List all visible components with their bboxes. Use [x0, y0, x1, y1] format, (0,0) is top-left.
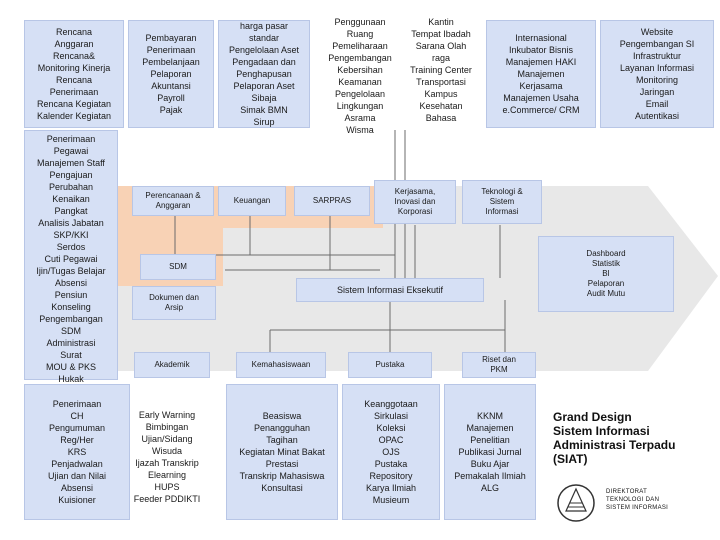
penggunaan-column-1: Penggunaan Ruang Pemeliharaan Pengembang… [328, 17, 392, 135]
diagram-title: Grand Design Sistem Informasi Administra… [553, 410, 676, 466]
module-kemahasiswaan[interactable]: Kemahasiswaan [236, 352, 326, 378]
teknologi-list: Website Pengembangan SI Infrastruktur La… [600, 20, 714, 128]
module-perencanaan-anggaran[interactable]: Perencanaan & Anggaran [132, 186, 214, 216]
department-label: DIREKTORAT TEKNOLOGI DAN SISTEM INFORMAS… [606, 489, 669, 511]
module-pustaka[interactable]: Pustaka [348, 352, 432, 378]
sarpras-list: harga pasar standar Pengelolaan Aset Pen… [218, 20, 310, 128]
penggunaan-column-2: Kantin Tempat Ibadah Sarana Olah raga Tr… [410, 17, 472, 123]
logo-emblem [557, 484, 595, 522]
akademik-list-2: Early Warning Bimbingan Ujian/Sidang Wis… [133, 410, 201, 504]
kerjasama-list: Internasional Inkubator Bisnis Manajemen… [486, 20, 596, 128]
module-keuangan[interactable]: Keuangan [218, 186, 286, 216]
module-sarpras[interactable]: SARPRAS [294, 186, 370, 216]
akademik-list-1: Penerimaan CH Pengumuman Reg/Her KRS Pen… [24, 384, 130, 520]
module-kerjasama[interactable]: Kerjasama, Inovasi dan Korporasi [374, 180, 456, 224]
riset-list: KKNM Manajemen Penelitian Publikasi Jurn… [444, 384, 536, 520]
keuangan-list: Pembayaran Penerimaan Pembelanjaan Pelap… [128, 20, 214, 128]
module-akademik[interactable]: Akademik [134, 352, 210, 378]
penggunaan-list: Penggunaan Ruang Pemeliharaan Pengembang… [314, 14, 482, 135]
module-riset-pkm[interactable]: Riset dan PKM [462, 352, 536, 378]
kemahasiswaan-list: Beasiswa Penangguhan Tagihan Kegiatan Mi… [226, 384, 338, 520]
pustaka-list: Keanggotaan Sirkulasi Koleksi OPAC OJS P… [342, 384, 440, 520]
module-dashboard[interactable]: Dashboard Statistik BI Pelaporan Audit M… [538, 236, 674, 312]
perencanaan-list: Rencana Anggaran Rencana& Monitoring Kin… [24, 20, 124, 128]
sdm-list: Penerimaan Pegawai Manajemen Staff Penga… [24, 130, 118, 408]
module-dokumen-arsip[interactable]: Dokumen dan Arsip [132, 286, 216, 320]
module-teknologi[interactable]: Teknologi & Sistem Informasi [462, 180, 542, 224]
module-sistem-informasi-eksekutif[interactable]: Sistem Informasi Eksekutif [296, 278, 484, 302]
module-sdm[interactable]: SDM [140, 254, 216, 280]
